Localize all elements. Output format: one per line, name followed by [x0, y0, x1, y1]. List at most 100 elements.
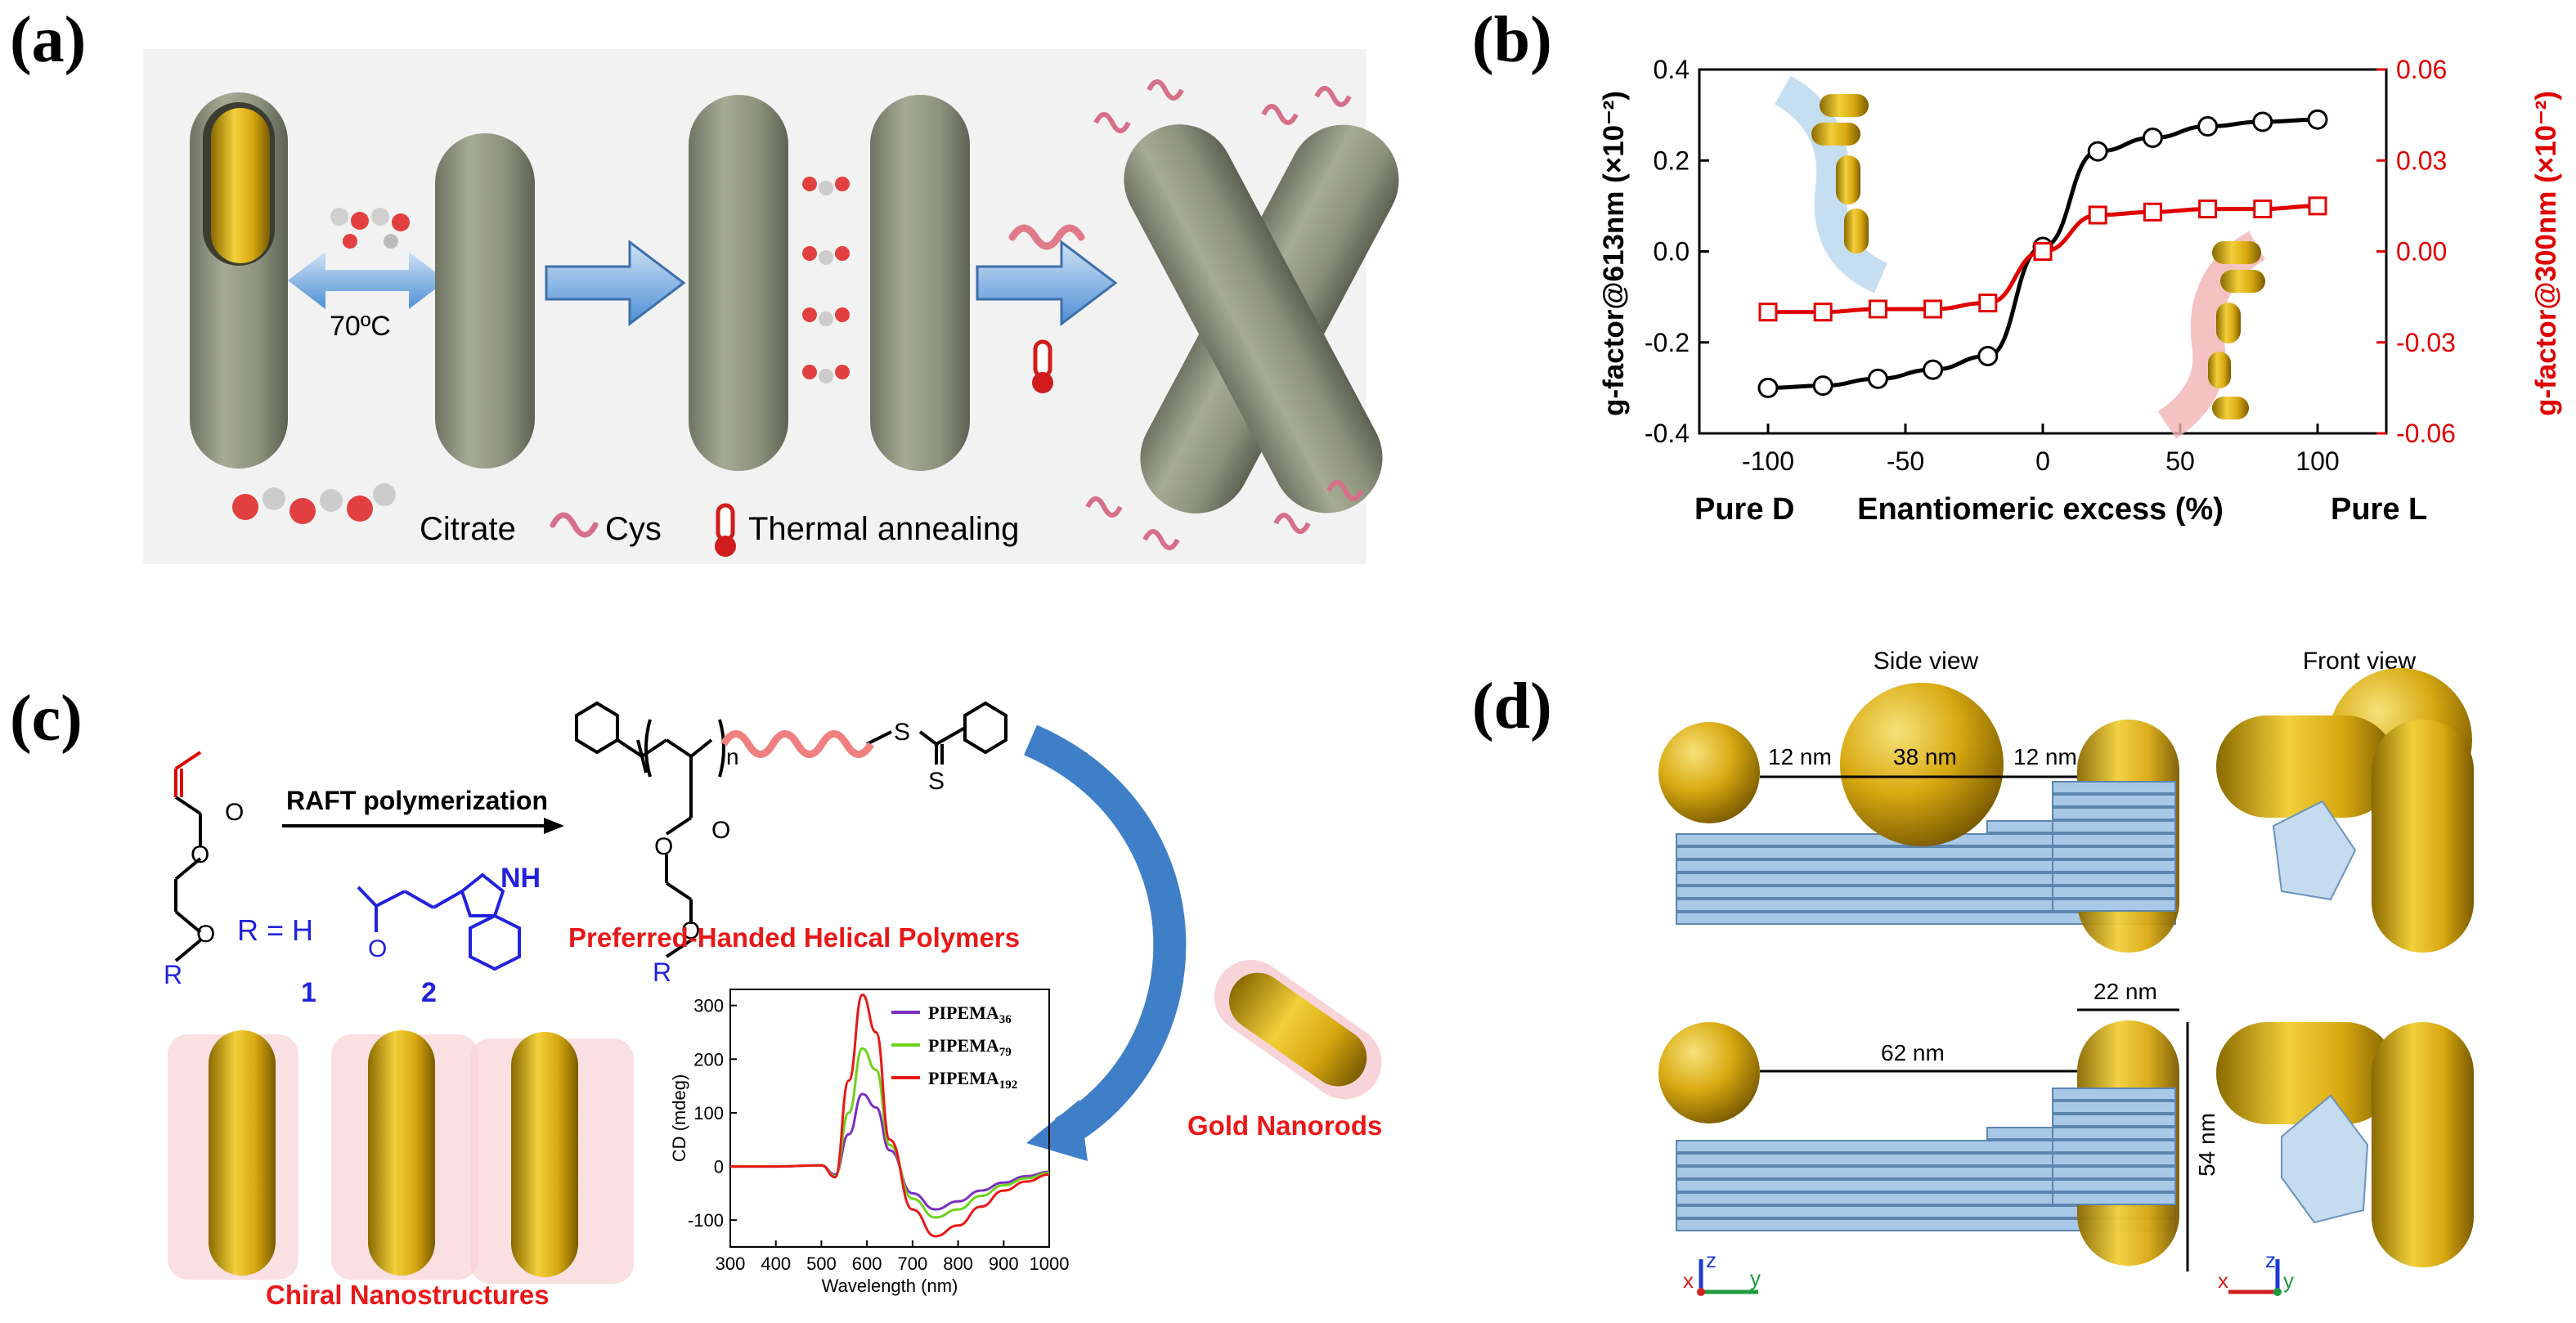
- data-point-square: [1923, 299, 1943, 319]
- axes-triad-front: [2228, 1259, 2282, 1296]
- x-tick-label: -50: [1887, 446, 1924, 476]
- rod-left: [689, 95, 788, 471]
- x-tick-label: 100: [2296, 446, 2339, 476]
- data-point-circle: [1977, 345, 1999, 366]
- cys-squiggle-icon: [1008, 224, 1085, 250]
- right-handed-helix-illustration: [2157, 231, 2266, 439]
- dim-54nm: 54 nm: [2194, 1113, 2219, 1177]
- helical-polymers-label: Preferred-Handed Helical Polymers: [568, 922, 1020, 953]
- data-point-square: [2253, 200, 2273, 219]
- side-view-top: [1658, 683, 2179, 953]
- y-left-tick-label: 0.4: [1654, 55, 1690, 84]
- y-right-tick-label: -0.03: [2396, 328, 2456, 357]
- monomer-carbonyl-o: O: [225, 799, 244, 826]
- panel-d-label: (d): [1472, 670, 1552, 742]
- raft-label: RAFT polymerization: [286, 786, 548, 815]
- plain-rod: [435, 133, 535, 469]
- cd-x-tick-label: 400: [761, 1253, 791, 1274]
- y-left-tick-label: 0.2: [1654, 146, 1690, 175]
- cd-x-tick-label: 900: [989, 1253, 1019, 1274]
- polymer-ether-o: O: [681, 917, 700, 944]
- r-definition: R = H: [237, 913, 313, 947]
- legend-cys: Cys: [605, 511, 662, 547]
- citrate-cluster-icons: [802, 177, 850, 383]
- polymer-subscript-n: n: [726, 744, 739, 769]
- indole-carbonyl-o: O: [368, 935, 387, 962]
- x-axis-label: Enantiomeric excess (%): [1857, 492, 2224, 527]
- temperature-label: 70ºC: [330, 311, 391, 342]
- rod-right: [870, 95, 970, 471]
- side-view-title: Side view: [1874, 648, 1979, 675]
- legend-thermal: Thermal annealing: [748, 511, 1019, 547]
- legend-citrate: Citrate: [420, 511, 516, 547]
- cd-x-tick-label: 500: [806, 1253, 837, 1274]
- data-point-circle: [1867, 368, 1888, 389]
- data-point-circle: [2307, 109, 2328, 130]
- indole-substituent-structure: [357, 872, 521, 971]
- cd-legend-subscript: 36: [999, 1013, 1012, 1026]
- reversible-arrow: [288, 252, 447, 309]
- process-arrow-1: [545, 239, 686, 327]
- panel-c-label: (c): [10, 683, 83, 755]
- axis-z-side: z: [1706, 1248, 1717, 1272]
- cd-y-tick-label: 0: [714, 1157, 724, 1177]
- y-right-tick-label: -0.06: [2396, 419, 2456, 448]
- cd-legend-subscript: 79: [999, 1046, 1012, 1059]
- cd-x-tick-label: 700: [897, 1253, 927, 1274]
- legend-cys-icon: [550, 512, 599, 538]
- citrate-legend-icon: [232, 483, 396, 524]
- data-point-square: [1758, 303, 1778, 322]
- data-point-circle: [2197, 116, 2219, 137]
- cd-legend-subscript: 192: [999, 1079, 1018, 1092]
- monomer-ether-o: O: [196, 921, 215, 948]
- cd-y-tick-label: 100: [693, 1103, 724, 1123]
- x-tick-label: -100: [1742, 446, 1794, 476]
- data-point-square: [1978, 294, 1998, 313]
- axes-triad-side: [1697, 1259, 1758, 1296]
- gold-nanorod-brush: [1214, 959, 1382, 1100]
- cd-series-line: [730, 993, 1050, 1238]
- front-view-top: [2216, 668, 2474, 953]
- data-point-circle: [2142, 127, 2163, 148]
- cd-y-tick-label: -100: [688, 1210, 724, 1231]
- cd-y-axis-label: CD (mdeg): [669, 1074, 689, 1163]
- cd-x-tick-label: 300: [716, 1253, 746, 1274]
- polymer-r-group: R: [653, 957, 671, 987]
- thermometer-icon: [1032, 339, 1053, 393]
- axis-z-front: z: [2265, 1248, 2276, 1272]
- y-left-tick-label: -0.4: [1645, 419, 1690, 448]
- y-axis-label-left: g-factor@613nm (×10⁻²): [1598, 91, 1630, 416]
- dim-22nm: 22 nm: [2094, 979, 2157, 1004]
- y-left-tick-label: -0.2: [1645, 328, 1690, 357]
- dim-38nm: 38 nm: [1893, 744, 1957, 769]
- helical-polymer-squiggle: [720, 730, 874, 758]
- y-axis-label-right: g-factor@300nm (×10⁻²): [2530, 91, 2562, 416]
- reaction-arrowhead: [544, 818, 564, 834]
- cd-legend-label: PIPEMA36: [928, 1002, 1012, 1026]
- axis-y-side: y: [1750, 1266, 1761, 1290]
- data-point-square: [2088, 205, 2107, 225]
- panel-c: (c) O O O R RAFT polymerization R = H: [10, 683, 1382, 1310]
- data-point-square: [2033, 242, 2053, 261]
- legend-thermometer-icon: [715, 503, 736, 557]
- polymer-ester-o: O: [654, 833, 673, 860]
- data-point-circle: [1757, 377, 1779, 398]
- data-point-circle: [1923, 359, 1944, 380]
- gold-nanorods-label: Gold Nanorods: [1187, 1110, 1382, 1141]
- data-point-square: [2308, 196, 2327, 216]
- x-axis-left-end: Pure D: [1694, 492, 1794, 527]
- cd-x-tick-label: 1000: [1030, 1253, 1070, 1274]
- data-point-circle: [1812, 375, 1833, 397]
- axis-x-front: x: [2218, 1268, 2228, 1293]
- data-point-circle: [2252, 111, 2273, 132]
- side-view-bottom: [1658, 1008, 2189, 1271]
- monomer-ester-o: O: [191, 841, 209, 868]
- y-right-tick-label: 0.06: [2396, 55, 2447, 84]
- process-arrow-2: [976, 239, 1118, 327]
- y-right-tick-label: 0.03: [2396, 146, 2447, 175]
- compound-number-1: 1: [301, 977, 316, 1008]
- polymer-sulfur-1: S: [894, 719, 910, 746]
- x-axis-right-end: Pure L: [2331, 492, 2427, 527]
